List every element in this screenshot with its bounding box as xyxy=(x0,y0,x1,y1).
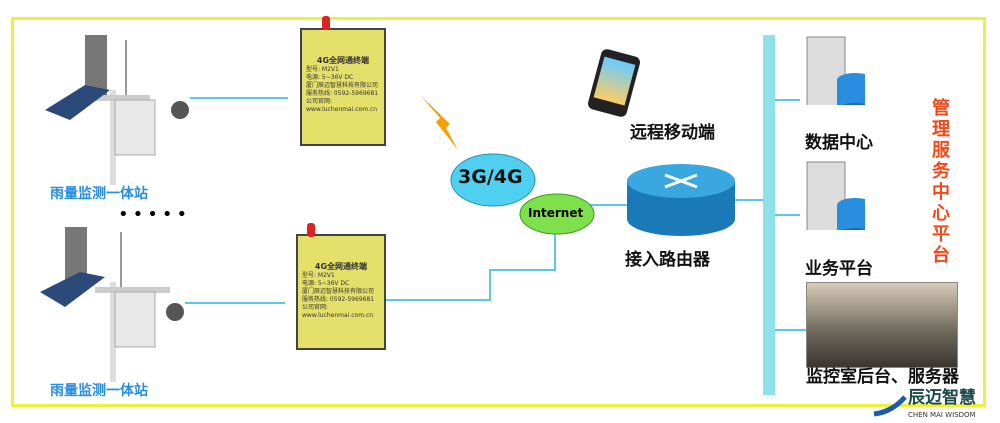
station-2-label: 雨量监测一体站 xyxy=(50,383,148,399)
device-power: 电源: 5~36V DC xyxy=(306,74,354,81)
ellipsis: ••••• xyxy=(118,204,192,225)
cloud-3g4g-icon xyxy=(450,153,536,207)
control-room-label: 监控室后台、服务器 xyxy=(806,367,959,387)
link-line xyxy=(185,302,285,304)
router-icon xyxy=(627,164,735,236)
database-server-icon xyxy=(806,36,865,105)
device-power: 电源: 5~36V DC xyxy=(302,280,350,287)
network-bus xyxy=(763,35,775,395)
rain-station-1-image xyxy=(45,35,189,185)
brand-subtitle: CHEN MAI WISDOM xyxy=(908,411,976,419)
diagram-frame xyxy=(11,17,986,407)
device-title: 4G全网通终端 xyxy=(314,262,368,271)
device-model: 型号: M2V1 xyxy=(306,66,339,73)
cloud-internet-label: Internet xyxy=(528,206,584,220)
brand-name: 辰迈智慧 xyxy=(908,388,976,408)
data-center-label: 数据中心 xyxy=(805,133,873,153)
device-company: 厦门辰迈智慧科技有限公司 xyxy=(306,82,379,89)
antenna-icon xyxy=(322,16,330,30)
control-room-image xyxy=(806,282,958,368)
device-hotline: 服务热线: 0592-5969681 xyxy=(302,296,375,303)
brand-logo-icon xyxy=(873,395,907,417)
device-website: 公司官网: www.luchenmai.com.cn xyxy=(306,98,378,113)
device-model: 型号: M2V1 xyxy=(302,272,335,279)
device-company: 厦门辰迈智慧科技有限公司 xyxy=(302,288,375,295)
mobile-label: 远程移动端 xyxy=(630,123,715,143)
device-hotline: 服务热线: 0592-5969681 xyxy=(306,90,379,97)
management-center-label: 管理服务中心平台 xyxy=(932,98,950,266)
link-line xyxy=(190,97,288,99)
4g-terminal-1: 4G全网通终端 型号: M2V1 电源: 5~36V DC 厦门辰迈智慧科技有限… xyxy=(300,28,386,146)
station-1-label: 雨量监测一体站 xyxy=(50,186,148,202)
business-server-icon xyxy=(806,161,865,230)
device-website: 公司官网: www.luchenmai.com.cn xyxy=(302,304,374,319)
rain-station-2-image xyxy=(40,227,184,382)
cloud-3g4g-label: 3G/4G xyxy=(458,166,523,188)
device-title: 4G全网通终端 xyxy=(316,56,370,65)
4g-terminal-2: 4G全网通终端 型号: M2V1 电源: 5~36V DC 厦门辰迈智慧科技有限… xyxy=(296,234,386,350)
business-platform-label: 业务平台 xyxy=(805,259,873,279)
antenna-icon xyxy=(307,223,315,237)
router-label: 接入路由器 xyxy=(625,250,710,270)
cloud-internet-icon xyxy=(519,193,595,235)
